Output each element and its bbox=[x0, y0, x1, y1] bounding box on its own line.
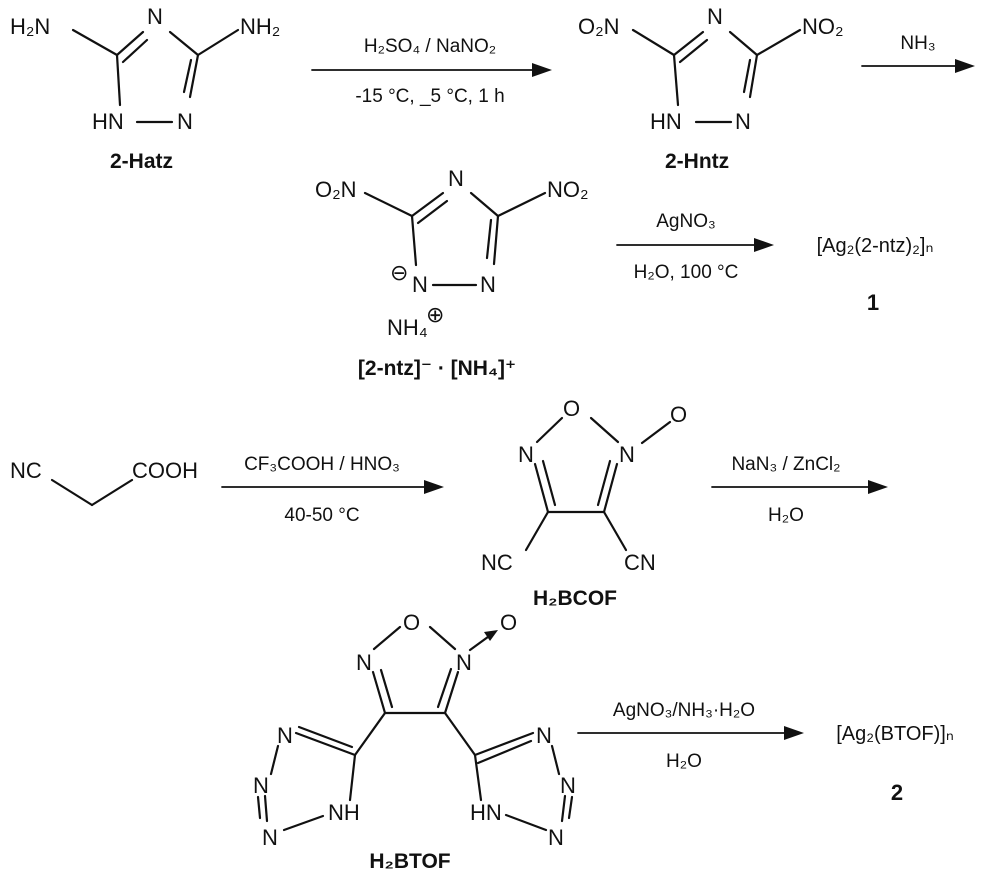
atom-label: N bbox=[536, 723, 552, 748]
reagent-label: AgNO₃/NH₃·H₂O bbox=[613, 700, 755, 721]
negative-charge-icon: ⊖ bbox=[390, 260, 408, 285]
compound-label-h2btof: H₂BTOF bbox=[369, 850, 450, 873]
atom-label: N bbox=[412, 272, 428, 297]
atom-label: HN bbox=[92, 109, 124, 134]
atom-label: NC bbox=[481, 550, 513, 575]
molecule-cyanoacetic-acid: NC COOH bbox=[10, 458, 198, 507]
reagent-label: CF₃COOH / HNO₃ bbox=[244, 454, 400, 475]
atom-label: N bbox=[480, 272, 496, 297]
reaction-arrow-3 bbox=[616, 238, 774, 252]
atom-label: NO₂ bbox=[802, 14, 844, 39]
reaction-arrow-5 bbox=[711, 480, 888, 494]
atom-label: N bbox=[560, 773, 576, 798]
atom-label: NH bbox=[328, 800, 360, 825]
atom-label: HN bbox=[470, 800, 502, 825]
atom-label: O₂N bbox=[315, 177, 357, 202]
atom-label: N bbox=[356, 650, 372, 675]
compound-label-2-hatz: 2-Hatz bbox=[110, 150, 173, 173]
reagent-label: NH₃ bbox=[900, 33, 935, 54]
atom-label: N bbox=[448, 166, 464, 191]
condition-label: H₂O, 100 °C bbox=[634, 262, 739, 283]
condition-label: H₂O bbox=[768, 505, 804, 526]
atom-label: O bbox=[403, 610, 420, 635]
product-label-1: [Ag₂(2-ntz)₂]ₙ bbox=[817, 235, 934, 257]
condition-label: -15 °C, _5 °C, 1 h bbox=[355, 86, 504, 107]
compound-label-h2bcof: H₂BCOF bbox=[533, 587, 617, 610]
atom-label: NC bbox=[10, 458, 42, 483]
positive-charge-icon: ⊕ bbox=[426, 302, 444, 327]
atom-label: O₂N bbox=[578, 14, 620, 39]
atom-label: N bbox=[518, 442, 534, 467]
molecule-h2btof: O O N N N N N NH N N N HN bbox=[253, 610, 576, 850]
reaction-arrow-6 bbox=[577, 726, 804, 740]
atom-label: N bbox=[707, 4, 723, 29]
atom-label: HN bbox=[650, 109, 682, 134]
atom-label: O bbox=[563, 396, 580, 421]
atom-label: N bbox=[277, 723, 293, 748]
atom-label: O bbox=[670, 402, 687, 427]
molecule-2-hntz: O₂N N NO₂ HN N bbox=[578, 4, 844, 134]
condition-label: H₂O bbox=[666, 751, 702, 772]
molecule-2-hatz: H₂N N NH₂ HN N bbox=[10, 4, 280, 134]
product-label-2: [Ag₂(BTOF)]ₙ bbox=[836, 723, 954, 745]
reagent-label: AgNO₃ bbox=[656, 211, 715, 232]
atom-label: CN bbox=[624, 550, 656, 575]
molecule-2-ntz-ammonium: O₂N N NO₂ N N ⊖ NH₄ ⊕ bbox=[315, 166, 589, 340]
reaction-arrow-2 bbox=[861, 59, 975, 73]
atom-label: N bbox=[262, 825, 278, 850]
reagent-label: NaN₃ / ZnCl₂ bbox=[731, 454, 840, 475]
atom-label: N bbox=[548, 825, 564, 850]
atom-label: N bbox=[147, 4, 163, 29]
reaction-arrow-4 bbox=[221, 480, 444, 494]
atom-label: N bbox=[253, 773, 269, 798]
atom-label: H₂N bbox=[10, 14, 50, 39]
molecule-h2bcof: O O N N NC CN bbox=[481, 396, 687, 575]
product-number-1: 1 bbox=[867, 290, 879, 315]
atom-label: N bbox=[619, 442, 635, 467]
atom-label: COOH bbox=[132, 458, 198, 483]
atom-label: O bbox=[500, 610, 517, 635]
reagent-label: H₂SO₄ / NaNO₂ bbox=[364, 36, 496, 57]
reaction-arrow-1 bbox=[311, 63, 552, 77]
atom-label: NH₂ bbox=[240, 14, 280, 39]
atom-label: N bbox=[735, 109, 751, 134]
product-number-2: 2 bbox=[891, 780, 903, 805]
atom-label: N bbox=[177, 109, 193, 134]
atom-label: NH₄ bbox=[387, 315, 428, 340]
compound-label-2-ntz-salt: [2-ntz]⁻ · [NH₄]⁺ bbox=[358, 357, 516, 380]
atom-label: N bbox=[456, 650, 472, 675]
atom-label: NO₂ bbox=[547, 177, 589, 202]
compound-label-2-hntz: 2-Hntz bbox=[665, 150, 729, 173]
condition-label: 40-50 °C bbox=[284, 505, 359, 526]
